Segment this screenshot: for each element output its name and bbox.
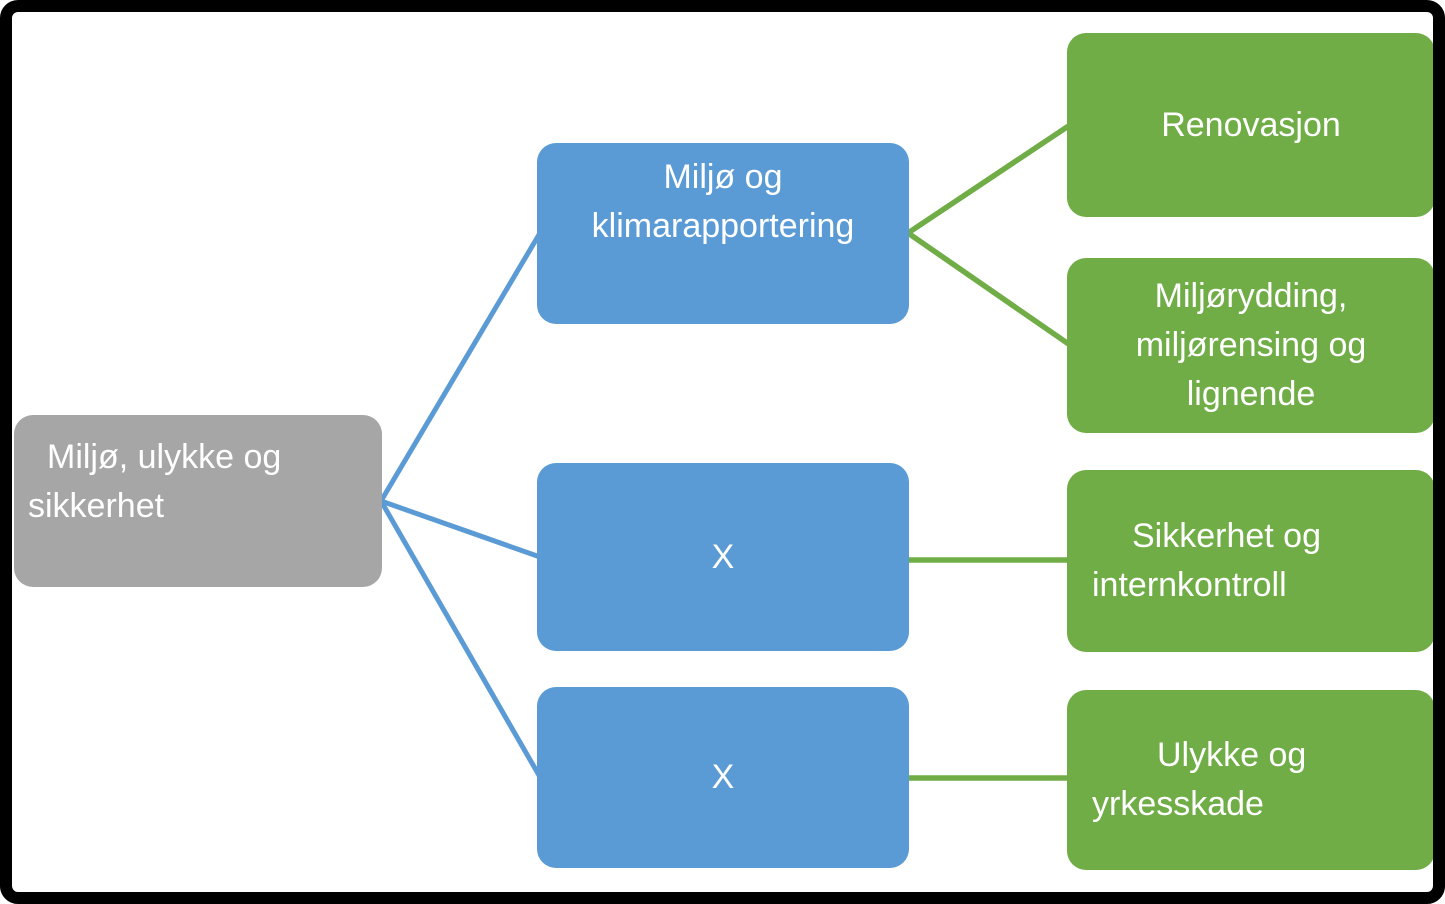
node-x-placeholder-2: X	[537, 687, 909, 868]
connector-root-to-branch3	[378, 499, 543, 779]
connector-root-to-branch2	[380, 498, 541, 560]
node-label-line: X	[711, 758, 735, 796]
node-label-line: Ulykke og	[1157, 736, 1307, 774]
node-label-line: Renovasjon	[1161, 105, 1341, 144]
connector-root-to-branch1	[378, 231, 543, 503]
node-x-placeholder-1: X	[537, 463, 909, 651]
node-label-line: miljørensing og	[1135, 326, 1367, 364]
node-label-line: klimarapportering	[591, 207, 855, 245]
node-label-line: X	[711, 537, 735, 576]
node-renovasjon: Renovasjon	[1067, 33, 1435, 217]
node-ulykke-og-yrkesskade: Ulykke og yrkesskade	[1067, 690, 1435, 870]
node-sikkerhet-og-internkontroll: Sikkerhet og internkontroll	[1067, 470, 1435, 652]
node-label-line: sikkerhet	[28, 487, 165, 525]
node-label-line: lignende	[1186, 375, 1316, 413]
node-label-line: Miljø, ulykke og	[47, 438, 282, 476]
node-miljorydding-miljorensing-og-lignende: Miljørydding, miljørensing og lignende	[1067, 258, 1435, 433]
node-label-line: Miljø og	[663, 158, 783, 196]
node-label-line: yrkesskade	[1092, 785, 1264, 823]
node-label-line: Sikkerhet og	[1132, 517, 1321, 555]
node-miljo-og-klimarapportering: Miljø og klimarapportering	[537, 143, 909, 324]
node-label-line: internkontroll	[1092, 566, 1287, 604]
node-label-line: Miljørydding,	[1154, 277, 1348, 315]
connector-branch1-to-leaf1	[906, 122, 1072, 236]
node-miljo-ulykke-og-sikkerhet: Miljø, ulykke og sikkerhet	[14, 415, 382, 587]
connector-branch1-to-leaf2	[906, 230, 1072, 348]
